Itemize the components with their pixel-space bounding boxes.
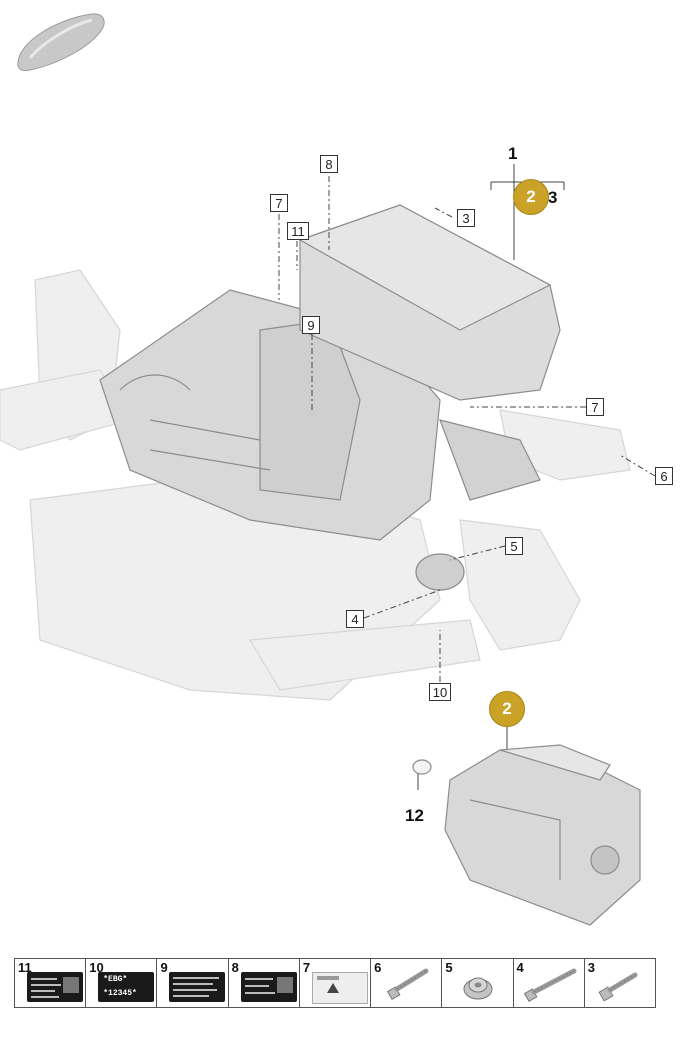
seal-label-12: 12 (405, 806, 424, 825)
legend-number: 10 (89, 960, 104, 975)
replacement-drive-unit (412, 744, 641, 926)
callout-8: 8 (320, 155, 338, 173)
legend-number: 5 (445, 960, 453, 975)
legend-cell-3[interactable]: 3 (585, 959, 655, 1007)
legend-number: 11 (18, 960, 32, 975)
position-badge-top[interactable]: 2 (513, 179, 549, 215)
legend-cell-11[interactable]: 11 (15, 959, 87, 1007)
flange-bolt-icon (386, 968, 429, 1001)
label-sticker-icon: *EBG* *12345* (98, 972, 155, 1002)
flange-nut-icon (463, 977, 493, 1000)
label-sticker-icon (240, 972, 297, 1002)
parts-legend: 11 10 *EBG* *12345* 9 8 (14, 958, 656, 1008)
legend-number: 9 (160, 960, 168, 975)
legend-cell-5[interactable]: 5 (442, 959, 514, 1007)
legend-number: 6 (374, 960, 382, 975)
exploded-parts-diagram (0, 13, 656, 926)
label-sticker-icon (169, 972, 226, 1002)
legend-cell-7[interactable]: 7 (300, 959, 372, 1007)
callout-3: 3 (457, 209, 475, 227)
flange-bolt-icon (523, 968, 577, 1003)
callout-7-top: 7 (270, 194, 288, 212)
callout-6: 6 (655, 467, 673, 485)
label-sticker-icon (27, 972, 83, 1002)
electric-drive-unit (99, 204, 561, 591)
group-label-3: 3 (548, 188, 558, 207)
legend-cell-8[interactable]: 8 (229, 959, 300, 1007)
warning-sticker-icon (311, 972, 368, 1004)
vehicle-silhouette-icon (17, 13, 105, 71)
legend-cell-6[interactable]: 6 (371, 959, 443, 1007)
position-badge-lower[interactable]: 2 (489, 691, 525, 727)
legend-number: 7 (302, 960, 311, 975)
callout-7-right: 7 (586, 398, 604, 416)
callout-5: 5 (505, 537, 523, 555)
legend-cell-9[interactable]: 9 (157, 959, 229, 1007)
legend-number: 3 (587, 960, 595, 975)
legend-number: 8 (231, 960, 239, 975)
callout-9: 9 (302, 316, 320, 334)
callout-4: 4 (346, 610, 364, 628)
sticker-line-2: *12345* (103, 989, 137, 998)
callout-10: 10 (429, 683, 451, 701)
legend-cell-10[interactable]: 10 *EBG* *12345* (86, 959, 158, 1007)
group-label-1: 1 (508, 144, 518, 163)
sticker-line-1: *EBG* (103, 975, 128, 984)
legend-number: 4 (516, 960, 524, 975)
short-bolt-icon (598, 972, 638, 1002)
callout-11: 11 (287, 222, 309, 240)
legend-cell-4[interactable]: 4 (514, 959, 585, 1007)
